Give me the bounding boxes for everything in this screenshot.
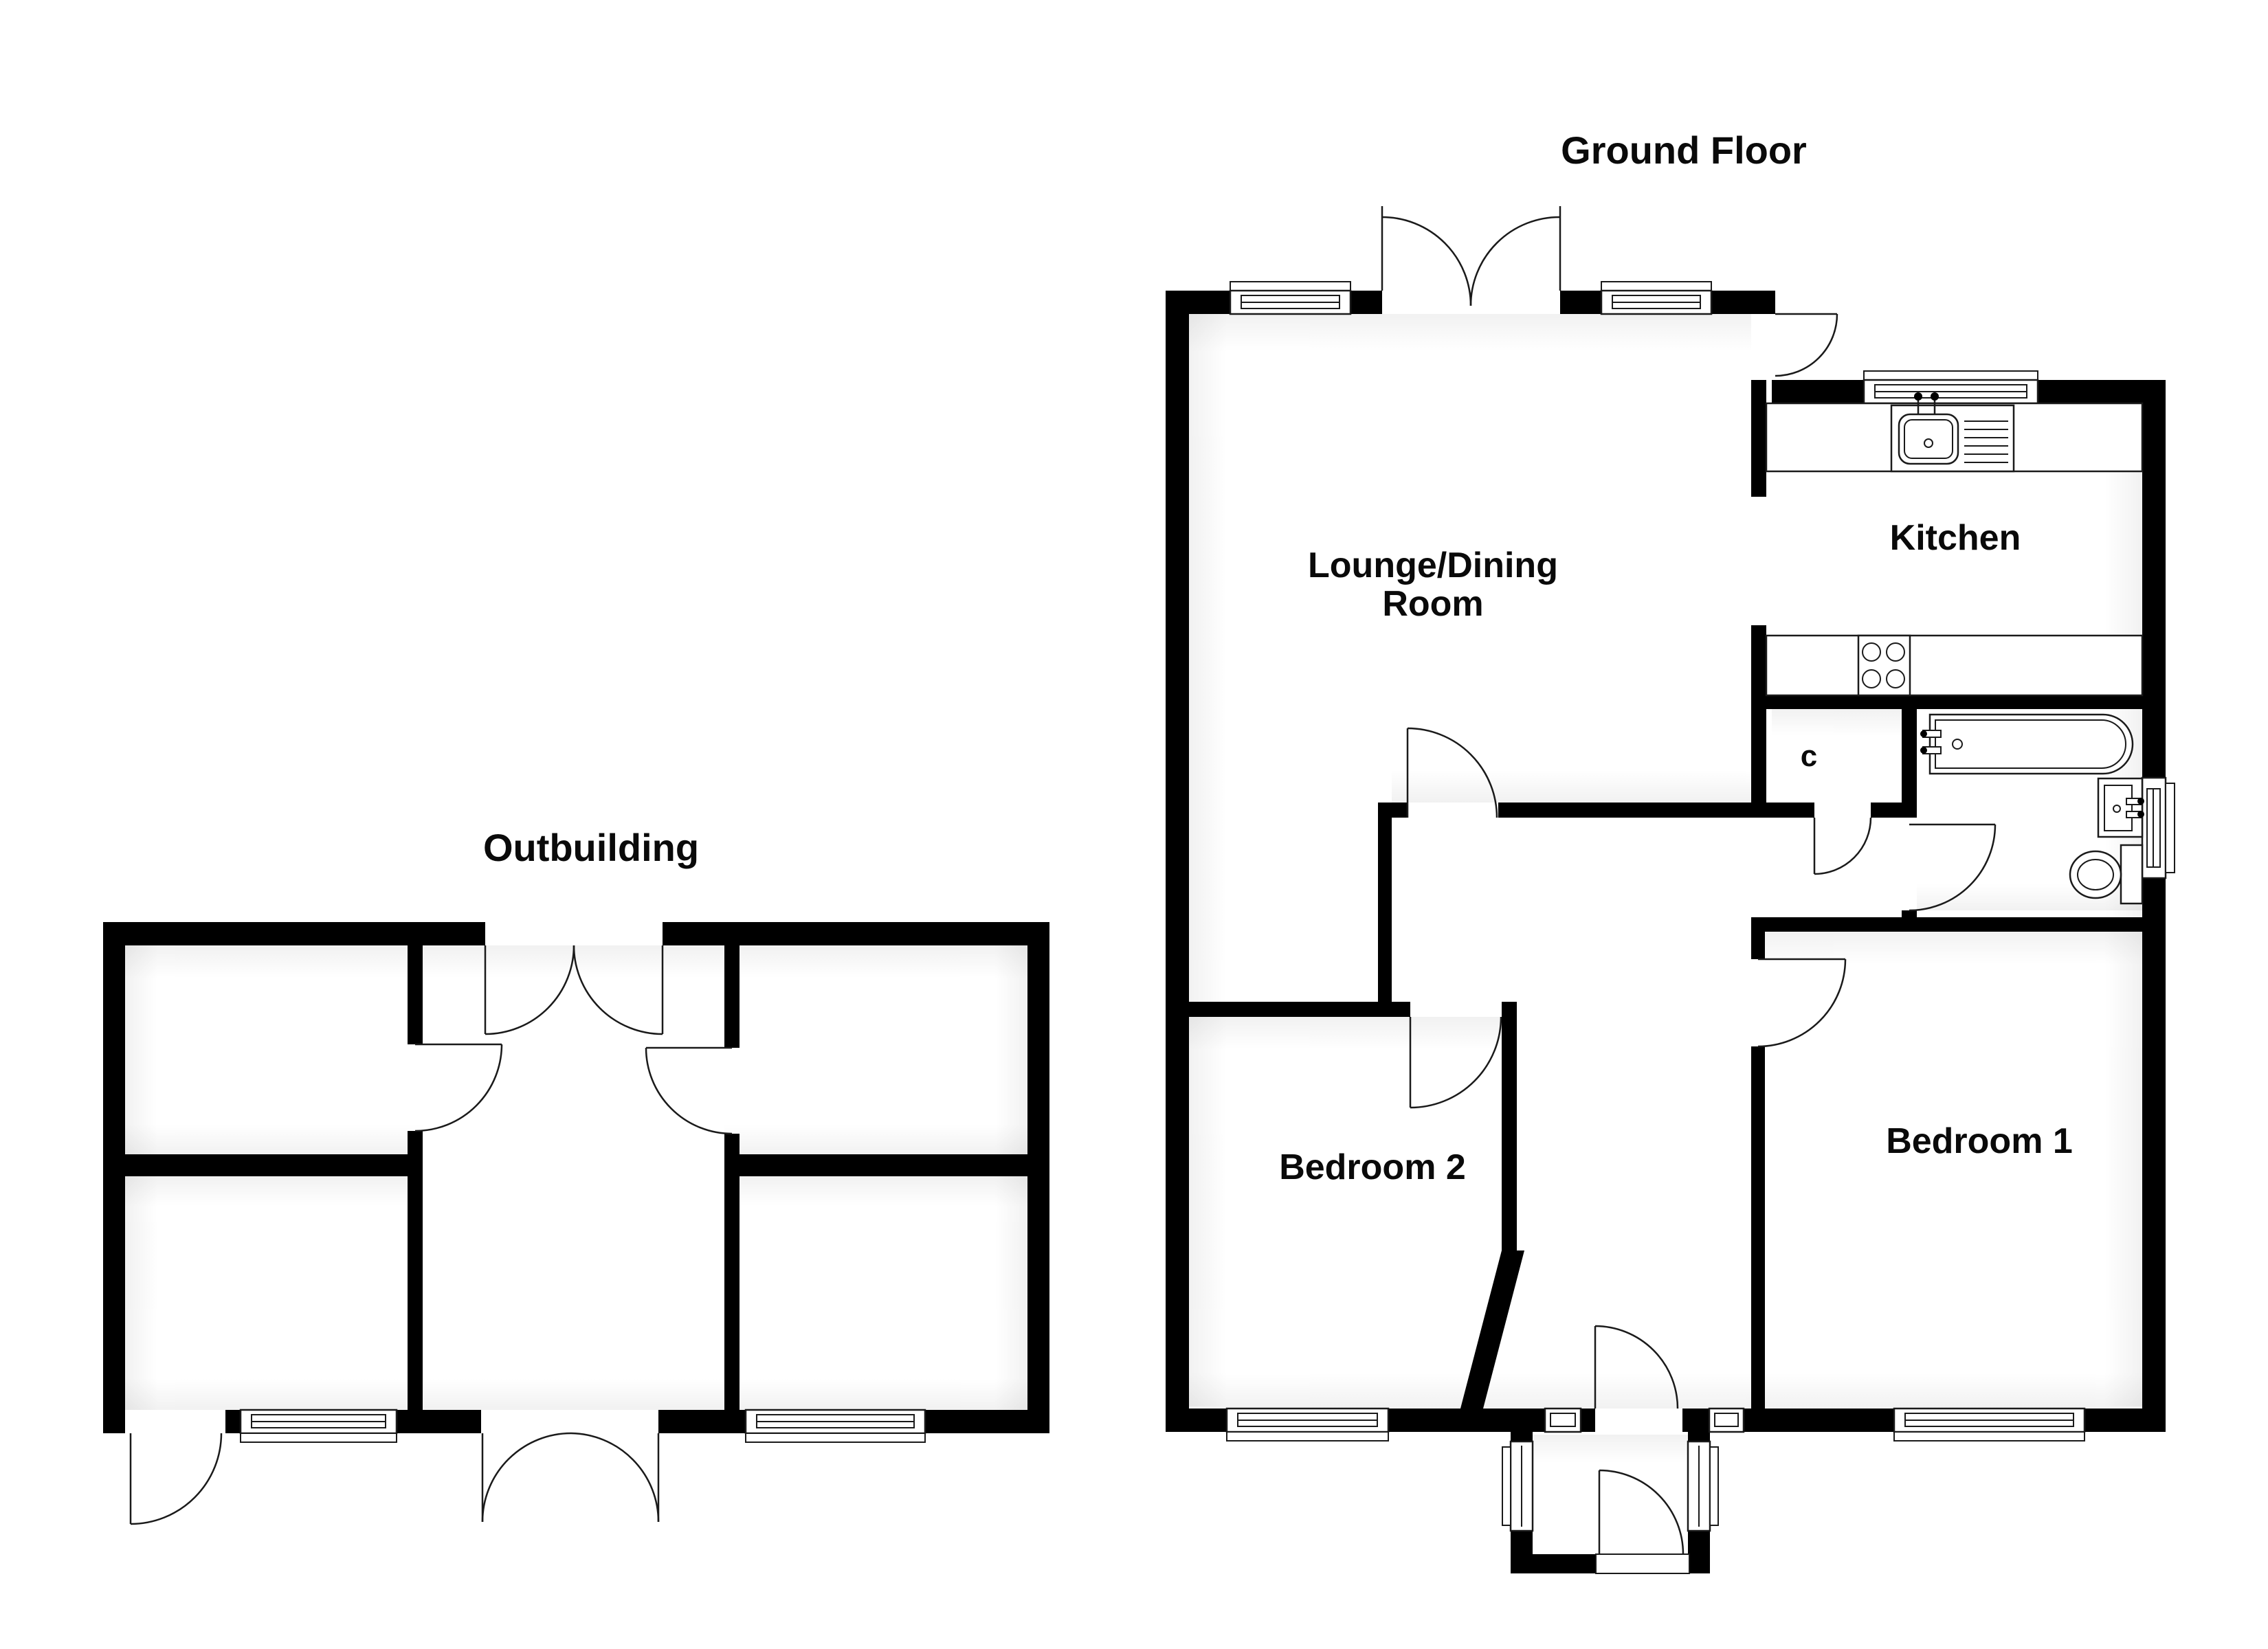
plan-title-outbuilding: Outbuilding bbox=[483, 826, 699, 869]
porch-threshold bbox=[1595, 1553, 1690, 1574]
door-bedroom1 bbox=[1757, 958, 1847, 1048]
window-porch-right bbox=[1687, 1440, 1719, 1532]
house-windows bbox=[1225, 281, 2175, 1532]
toilet bbox=[2069, 844, 2144, 905]
window-bedroom1-bottom bbox=[1893, 1407, 2086, 1442]
double-door-outbuilding-bottom bbox=[481, 1432, 660, 1523]
room-shading bbox=[125, 314, 2165, 1463]
door-outbuilding-room-topright bbox=[645, 1046, 733, 1135]
window-outbuilding-left bbox=[239, 1409, 398, 1443]
window-porch-left bbox=[1502, 1440, 1534, 1532]
double-door-outbuilding-top bbox=[484, 945, 664, 1035]
plan-title-ground-floor: Ground Floor bbox=[1561, 128, 1807, 172]
bathroom-fixtures bbox=[1920, 713, 2144, 905]
house-walls bbox=[1166, 291, 2166, 1432]
bathtub bbox=[1920, 713, 2134, 775]
house-doors bbox=[1381, 206, 1997, 1555]
window-kitchen bbox=[1863, 370, 2039, 405]
outbuilding-doors bbox=[129, 945, 733, 1525]
washbasin bbox=[2097, 777, 2144, 838]
room-label-kitchen: Kitchen bbox=[1890, 518, 2021, 558]
kitchen-counter-bottom bbox=[1765, 634, 2144, 697]
door-outbuilding-room-topleft bbox=[414, 1043, 503, 1132]
outbuilding-walls bbox=[103, 922, 1049, 1433]
door-entrance-inner bbox=[1594, 1325, 1679, 1409]
door-lounge-kitchen bbox=[1775, 313, 1838, 377]
room-label-lounge-line1: Lounge/Dining bbox=[1308, 546, 1558, 585]
window-outbuilding-right bbox=[744, 1409, 926, 1443]
window-hall-porch-left bbox=[1544, 1407, 1582, 1433]
door-closet bbox=[1813, 817, 1872, 875]
window-bedroom2-bottom bbox=[1225, 1407, 1390, 1442]
room-label-bedroom2: Bedroom 2 bbox=[1279, 1147, 1466, 1187]
door-porch-outer bbox=[1598, 1469, 1685, 1555]
window-bathroom-right bbox=[2141, 776, 2175, 879]
door-outbuilding-exterior bbox=[129, 1433, 223, 1525]
diagonal-wall bbox=[1460, 1250, 1524, 1409]
room-label-closet: c bbox=[1801, 739, 1817, 773]
room-label-lounge-line2: Room bbox=[1382, 584, 1483, 624]
kitchen-counter-top bbox=[1765, 392, 2144, 473]
kitchen-sink bbox=[1890, 392, 2015, 473]
window-lounge-top-2 bbox=[1600, 281, 1713, 315]
window-lounge-top bbox=[1229, 281, 1352, 315]
door-lounge-hall bbox=[1406, 727, 1498, 818]
door-bedroom2 bbox=[1409, 1016, 1502, 1109]
door-bathroom bbox=[1909, 823, 1997, 912]
outbuilding-windows bbox=[239, 1409, 926, 1443]
sink-drainer bbox=[1964, 420, 2008, 463]
window-hall-porch-right bbox=[1708, 1407, 1745, 1433]
room-label-bedroom1: Bedroom 1 bbox=[1886, 1121, 2073, 1161]
hob bbox=[1857, 634, 1911, 697]
french-door-lounge bbox=[1381, 206, 1561, 306]
